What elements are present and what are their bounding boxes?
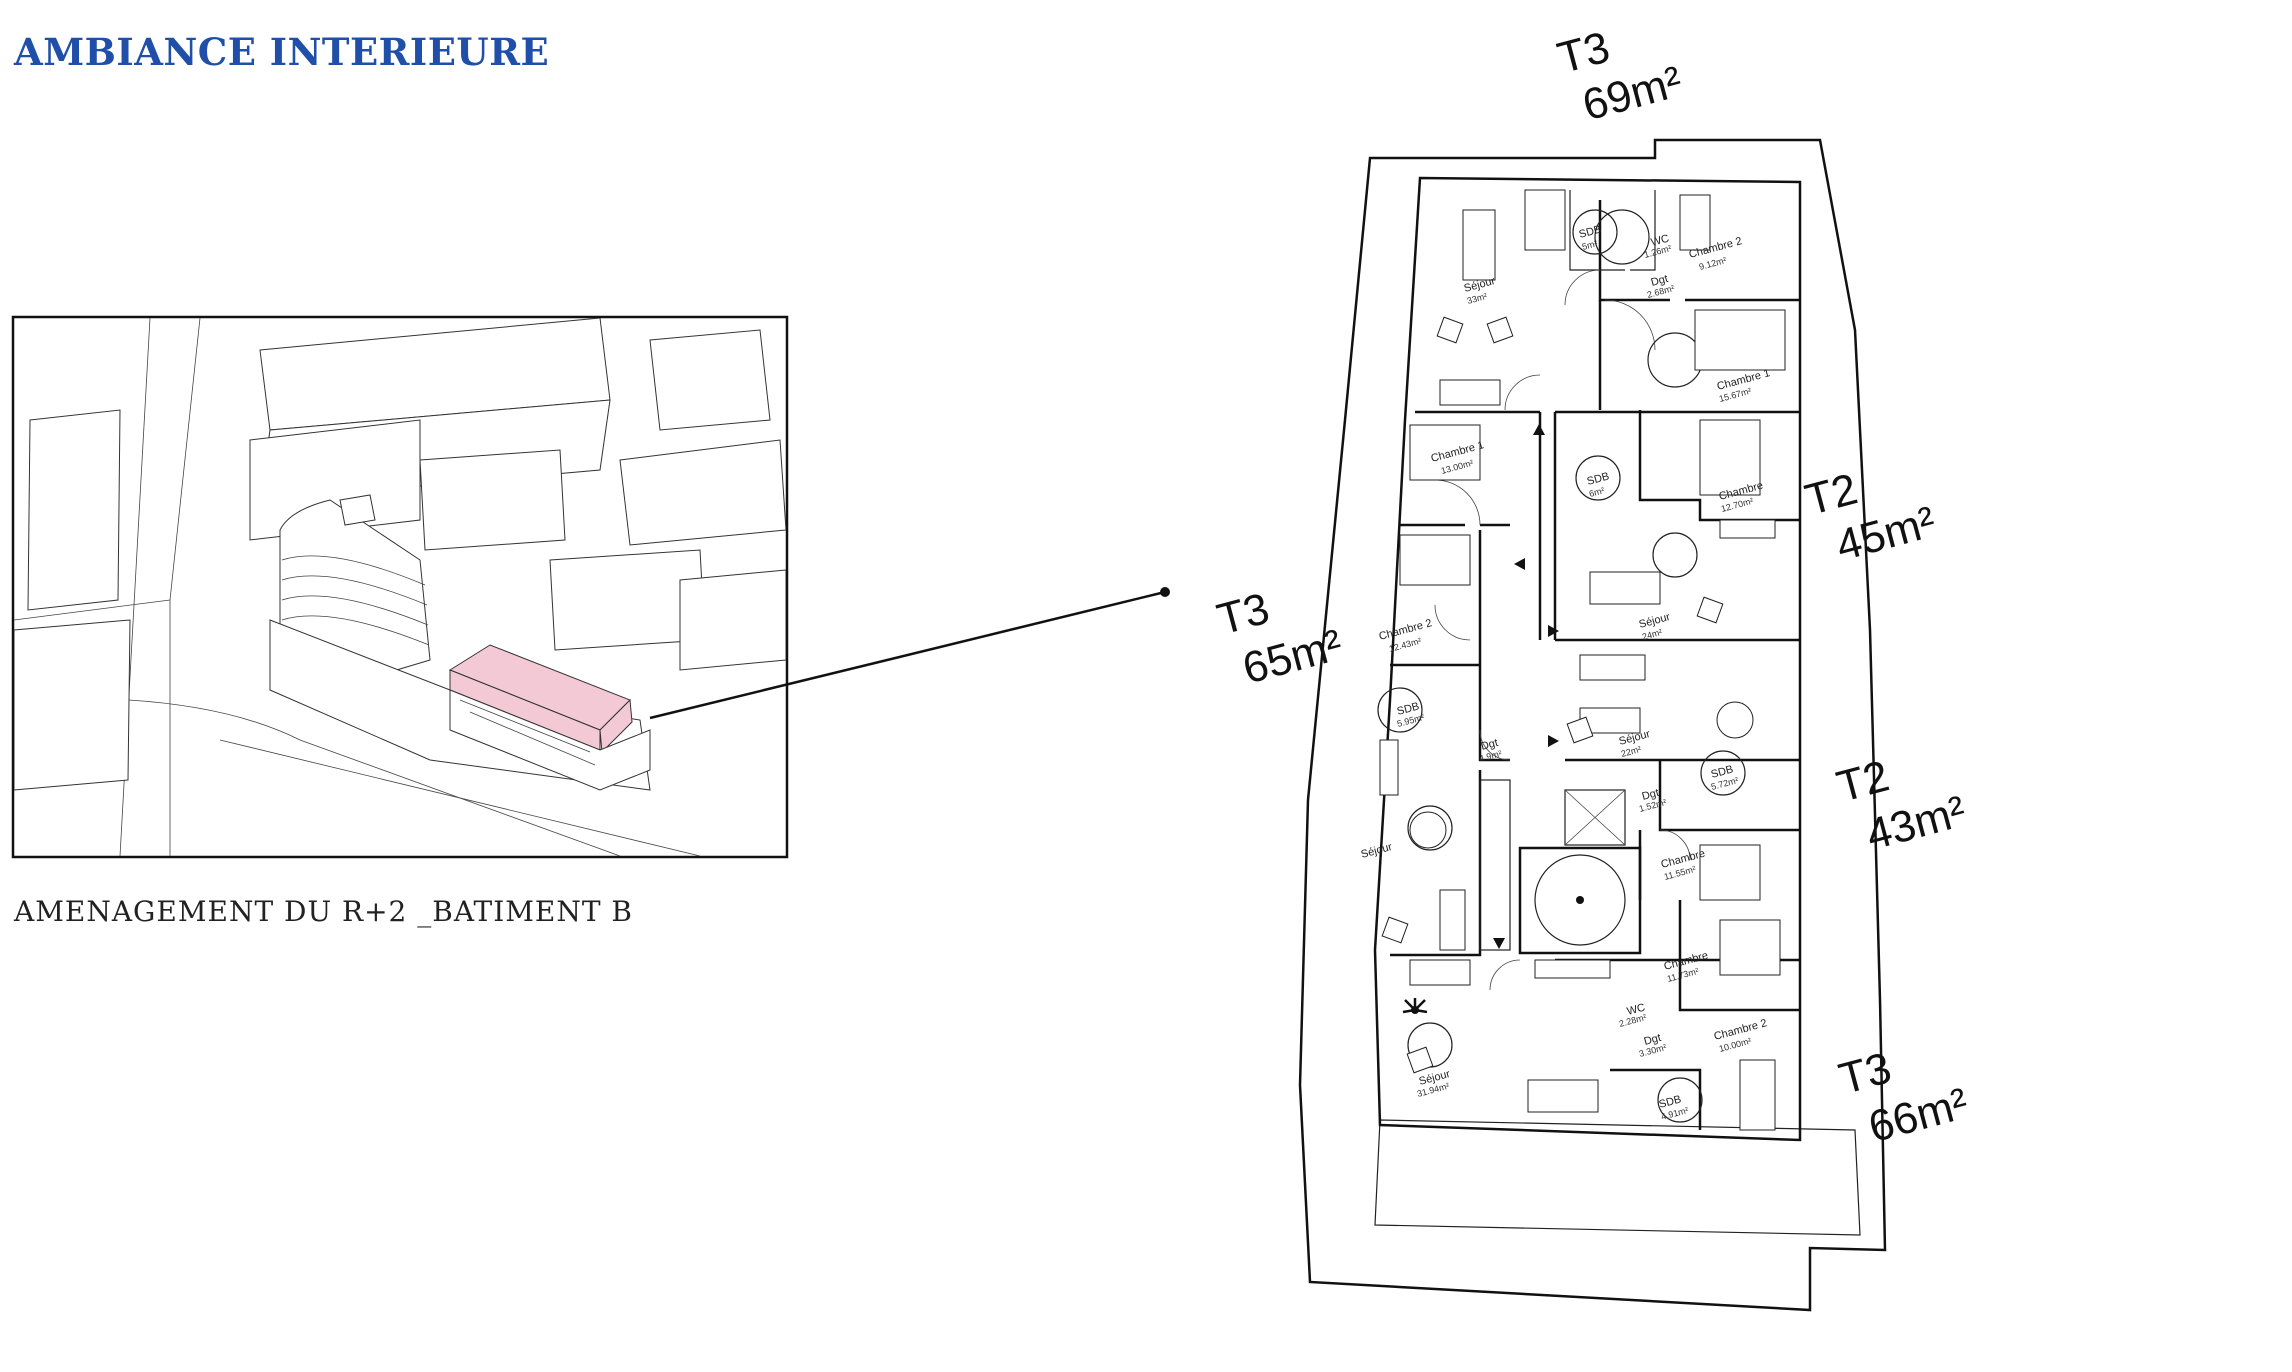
room-name: SDB bbox=[1710, 763, 1735, 780]
unit-label: T3 69m² bbox=[1552, 23, 1687, 131]
room-name: Dgt bbox=[1650, 273, 1670, 289]
unit-type: T3 bbox=[1552, 23, 1614, 84]
unit-label: T3 65m² bbox=[1212, 584, 1347, 694]
palm-plant-icon bbox=[1402, 998, 1428, 1014]
room-name: SDB bbox=[1658, 1093, 1683, 1110]
context-buildings bbox=[14, 318, 786, 791]
elevator-icon bbox=[1534, 854, 1626, 946]
stair-arrow-icon bbox=[1548, 735, 1559, 747]
room-area: 3.30m² bbox=[1638, 1042, 1668, 1059]
highlighted-building-b bbox=[448, 644, 651, 791]
unit-labels: T3 69m² T2 45m² T3 65m² T2 43m² T3 66m² bbox=[1212, 23, 1973, 1152]
stair-arrow-icon bbox=[1533, 424, 1545, 435]
stair-arrow-icon bbox=[1514, 558, 1525, 570]
room-area: 5m² bbox=[1581, 238, 1599, 252]
axonometric-site-view bbox=[11, 315, 789, 859]
leader-line bbox=[649, 587, 1170, 720]
room-area: 6m² bbox=[1588, 485, 1606, 499]
plan-caption: AMENAGEMENT DU R+2 _BATIMENT B bbox=[14, 895, 634, 928]
unit-type: T3 bbox=[1834, 1043, 1896, 1104]
room-name: Séjour bbox=[1360, 841, 1394, 861]
room-name: Dgt bbox=[1641, 787, 1661, 803]
room-name: Dgt bbox=[1480, 737, 1500, 753]
room-area: 2.68m² bbox=[1646, 283, 1676, 300]
fixtures bbox=[1377, 209, 1746, 1123]
unit-label: T2 45m² bbox=[1800, 464, 1940, 570]
room-name: Dgt bbox=[1643, 1032, 1663, 1048]
room-name: WC bbox=[1626, 1002, 1647, 1018]
unit-type: T2 bbox=[1832, 751, 1894, 812]
room-name: SDB bbox=[1586, 470, 1611, 487]
room-area: 2.28m² bbox=[1618, 1012, 1648, 1029]
room-name: SDB bbox=[1396, 700, 1421, 717]
floor-plan: SDB 5m² WC 1.26m² Chambre 2 9.12m² Séjou… bbox=[1212, 23, 1973, 1312]
unit-type: T3 bbox=[1212, 584, 1274, 645]
stair-arrow-icon bbox=[1548, 625, 1559, 637]
unit-type: T2 bbox=[1800, 464, 1862, 525]
unit-label: T2 43m² bbox=[1832, 751, 1971, 860]
page-title: AMBIANCE INTERIEURE bbox=[14, 30, 550, 74]
circulation-core bbox=[1479, 424, 1642, 955]
furniture bbox=[1379, 189, 1786, 1131]
room-name: WC bbox=[1650, 233, 1671, 249]
room-name: SDB bbox=[1578, 223, 1603, 240]
stair-arrow-icon bbox=[1493, 938, 1505, 949]
